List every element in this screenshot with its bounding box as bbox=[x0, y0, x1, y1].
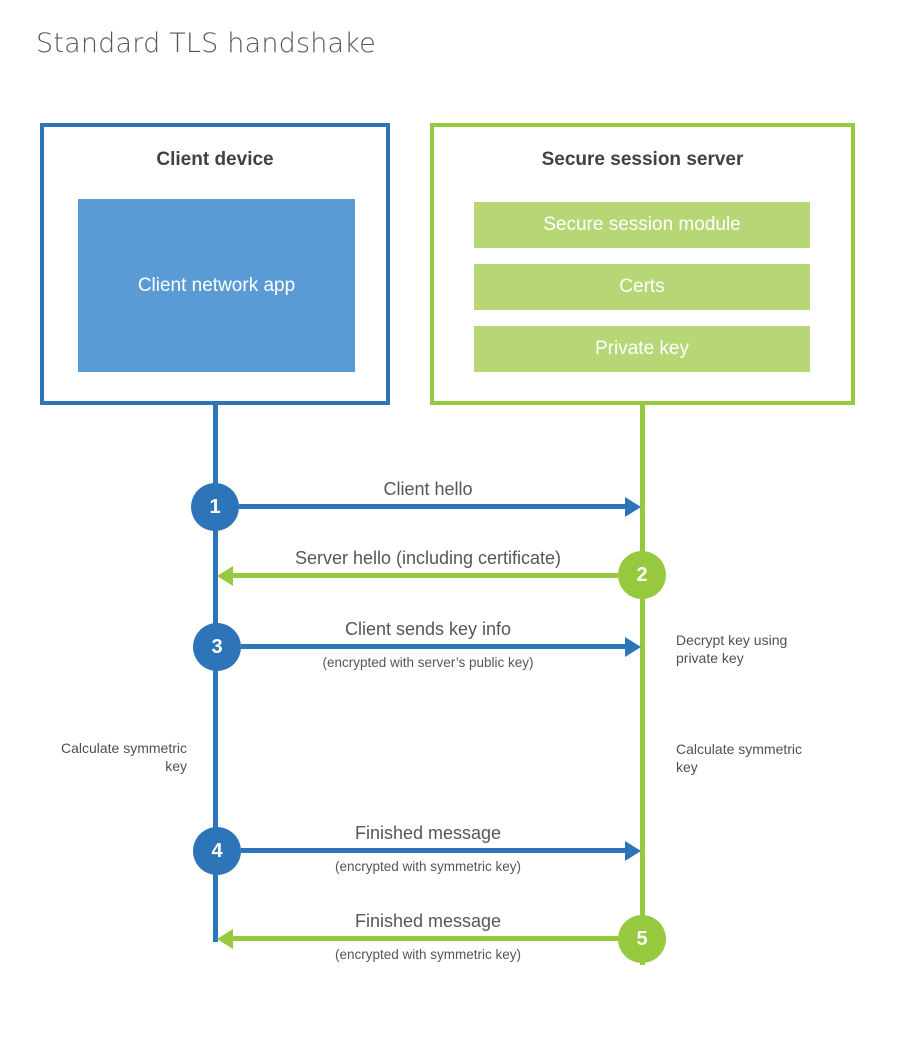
decrypt-key-note: Decrypt key using private key bbox=[676, 632, 788, 667]
message-5-sublabel: (encrypted with symmetric key) bbox=[334, 947, 522, 962]
message-2-arrowhead-left-icon bbox=[217, 566, 233, 586]
step-3-badge: 3 bbox=[193, 623, 241, 671]
message-1-arrow-line bbox=[239, 504, 625, 509]
secure-session-server-title: Secure session server bbox=[541, 149, 744, 170]
client-device-box: Client device Client network app bbox=[40, 123, 390, 405]
client-network-app-label: Client network app bbox=[137, 274, 296, 296]
server-lifeline bbox=[640, 405, 645, 965]
message-5-arrow-line bbox=[233, 936, 618, 941]
client-network-app-box: Client network app bbox=[78, 199, 355, 372]
message-5-label: Finished message bbox=[354, 911, 502, 931]
message-3-sublabel: (encrypted with server’s public key) bbox=[322, 655, 534, 670]
certs-bar: Certs bbox=[474, 264, 810, 310]
client-lifeline bbox=[213, 405, 218, 942]
step-1-badge: 1 bbox=[191, 483, 239, 531]
private-key-bar: Private key bbox=[474, 326, 810, 372]
server-calculate-symmetric-key-note: Calculate symmetric key bbox=[676, 741, 803, 776]
message-4-label: Finished message bbox=[354, 823, 502, 843]
message-4-arrowhead-right-icon bbox=[625, 841, 641, 861]
message-4-sublabel: (encrypted with symmetric key) bbox=[334, 859, 522, 874]
message-3-arrowhead-right-icon bbox=[625, 637, 641, 657]
message-3-label: Client sends key info bbox=[344, 619, 512, 639]
step-4-badge: 4 bbox=[193, 827, 241, 875]
client-calculate-symmetric-key-note: Calculate symmetric key bbox=[60, 740, 187, 775]
secure-session-server-box: Secure session server Secure session mod… bbox=[430, 123, 855, 405]
message-3-arrow-line bbox=[241, 644, 625, 649]
page-title: Standard TLS handshake bbox=[36, 28, 376, 59]
client-device-title: Client device bbox=[156, 149, 274, 170]
message-5-arrowhead-left-icon bbox=[217, 929, 233, 949]
message-1-arrowhead-right-icon bbox=[625, 497, 641, 517]
message-4-arrow-line bbox=[241, 848, 625, 853]
message-2-label: Server hello (including certificate) bbox=[294, 548, 562, 568]
secure-session-module-bar: Secure session module bbox=[474, 202, 810, 248]
step-5-badge: 5 bbox=[618, 915, 666, 963]
message-2-arrow-line bbox=[233, 573, 618, 578]
message-1-label: Client hello bbox=[383, 479, 473, 499]
step-2-badge: 2 bbox=[618, 551, 666, 599]
